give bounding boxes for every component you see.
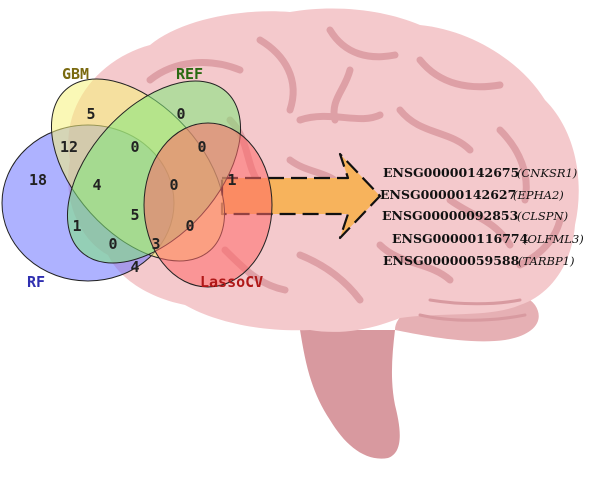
- count-rf-gbm-ref: 4: [92, 176, 101, 194]
- gene-id: ENSG00000142675: [383, 165, 519, 180]
- gene-symbol: (OLFML3): [523, 232, 584, 246]
- count-gbm-ref: 0: [130, 138, 139, 156]
- set-label-lassocv: LassoCV: [200, 273, 263, 291]
- set-label-rf: RF: [27, 273, 45, 291]
- gene-id: ENSG00000092853: [382, 208, 518, 223]
- gene-id: ENSG00000059588: [383, 253, 520, 268]
- gene-id: ENSG00000142627: [380, 187, 516, 202]
- gene-symbol: (CNKSR1): [517, 166, 577, 180]
- count-rf-ref: 1: [72, 217, 81, 235]
- brain-stem: [300, 330, 400, 459]
- count-ref-lassocv: 0: [197, 138, 206, 156]
- set-label-ref: REF: [176, 65, 203, 83]
- count-gbm-lassocv: 0: [185, 217, 194, 235]
- count-rf-gbm: 12: [60, 138, 78, 156]
- count-gbm-only: 5: [86, 105, 95, 123]
- count-rf-ref-lassocv: 3: [151, 235, 160, 253]
- count-ref-only: 0: [176, 105, 185, 123]
- count-rf-only: 18: [29, 171, 47, 189]
- venn-ellipse-lassocv: [143, 122, 273, 288]
- venn-diagram: GBM REF RF LassoCV 18 5 0 1 12 0 0 4 0 1…: [1, 65, 273, 291]
- count-gbm-ref-lassocv: 0: [169, 176, 178, 194]
- cerebellum-folds: [418, 298, 527, 322]
- gene-list: ENSG00000142675 (CNKSR1) ENSG00000142627…: [380, 165, 584, 268]
- gene-symbol: (CLSPN): [517, 209, 568, 223]
- count-all-four: 5: [130, 206, 139, 224]
- count-rf-lassocv: 4: [130, 258, 139, 276]
- gene-symbol: (TARBP1): [518, 254, 574, 268]
- count-rf-gbm-lassocv: 0: [108, 235, 117, 253]
- set-label-gbm: GBM: [62, 65, 89, 83]
- gene-symbol: (EPHA2): [513, 188, 564, 202]
- gene-id: ENSG00000116774: [392, 231, 529, 246]
- count-lassocv-only: 1: [227, 171, 236, 189]
